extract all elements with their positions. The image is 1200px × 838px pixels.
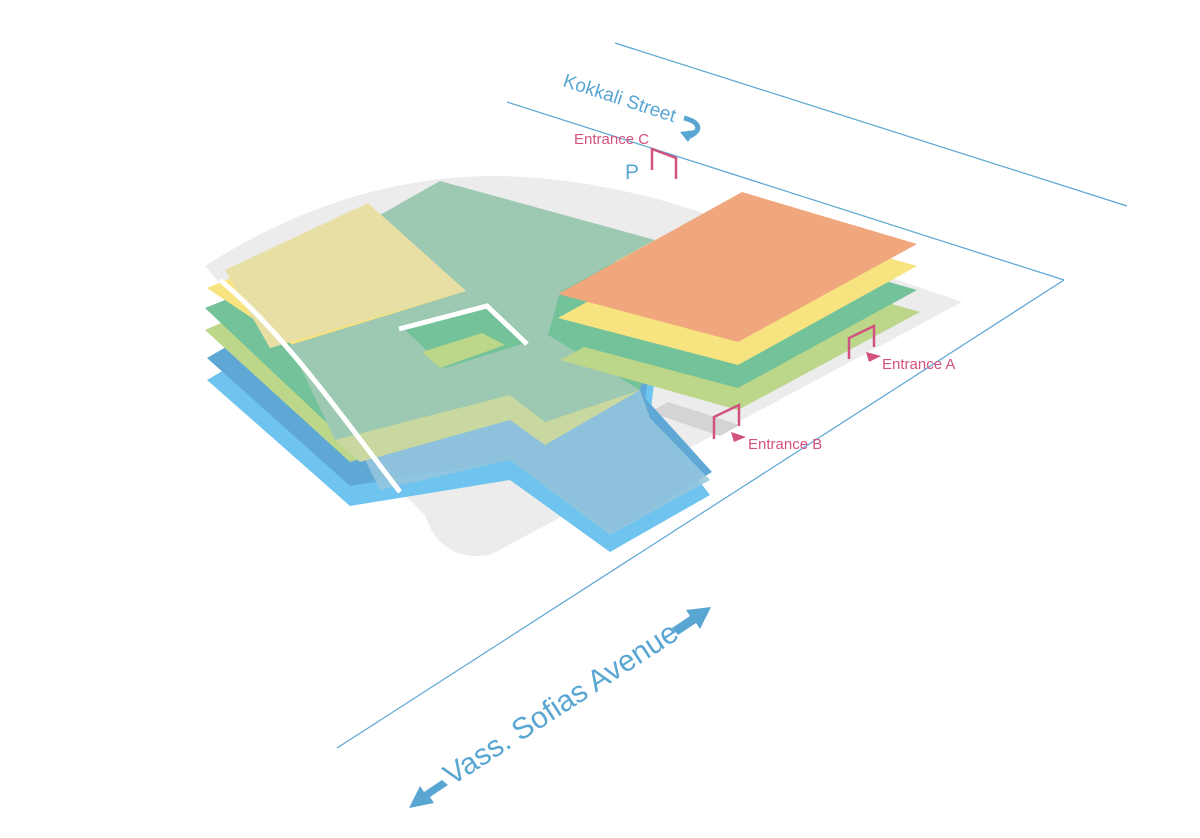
parking-label: P	[625, 161, 639, 184]
entrance-markers	[650, 147, 876, 439]
courtyard-lower	[422, 333, 505, 368]
vass-sofias-avenue-label: Vass. Sofias Avenue	[438, 616, 684, 792]
top-level-beige	[225, 203, 466, 348]
level-orange	[558, 192, 917, 342]
entrance-a-label: Entrance A	[882, 356, 955, 373]
street-lines	[336, 42, 1128, 749]
lower-overlay	[360, 390, 710, 535]
courtyard-edge	[398, 303, 529, 346]
entrance-b-icon	[712, 403, 741, 439]
entrance-a-arrow-icon	[866, 352, 881, 362]
kokkali-near-edge	[506, 101, 1065, 281]
top-level-terrace	[335, 390, 640, 462]
avenue-arrow-ne-icon	[672, 607, 711, 635]
right-building	[558, 192, 920, 410]
avenue-arrow-sw-icon	[409, 780, 448, 808]
curved-boundary	[218, 278, 402, 494]
entrance-a-icon	[847, 324, 876, 359]
entrance-c-icon	[650, 147, 678, 179]
entrance-b-arrow-icon	[731, 432, 746, 442]
entrance-b-label: Entrance B	[748, 436, 822, 453]
entrance-c-label: Entrance C	[574, 131, 649, 148]
driveway	[650, 402, 740, 436]
kokkali-turn-arrowhead-icon	[680, 130, 696, 142]
kokkali-street-label: Kokkali Street	[560, 71, 679, 127]
kokkali-far-edge	[614, 42, 1128, 207]
avenue-arrows	[409, 607, 711, 808]
vass-sofias-edge	[336, 279, 1065, 749]
